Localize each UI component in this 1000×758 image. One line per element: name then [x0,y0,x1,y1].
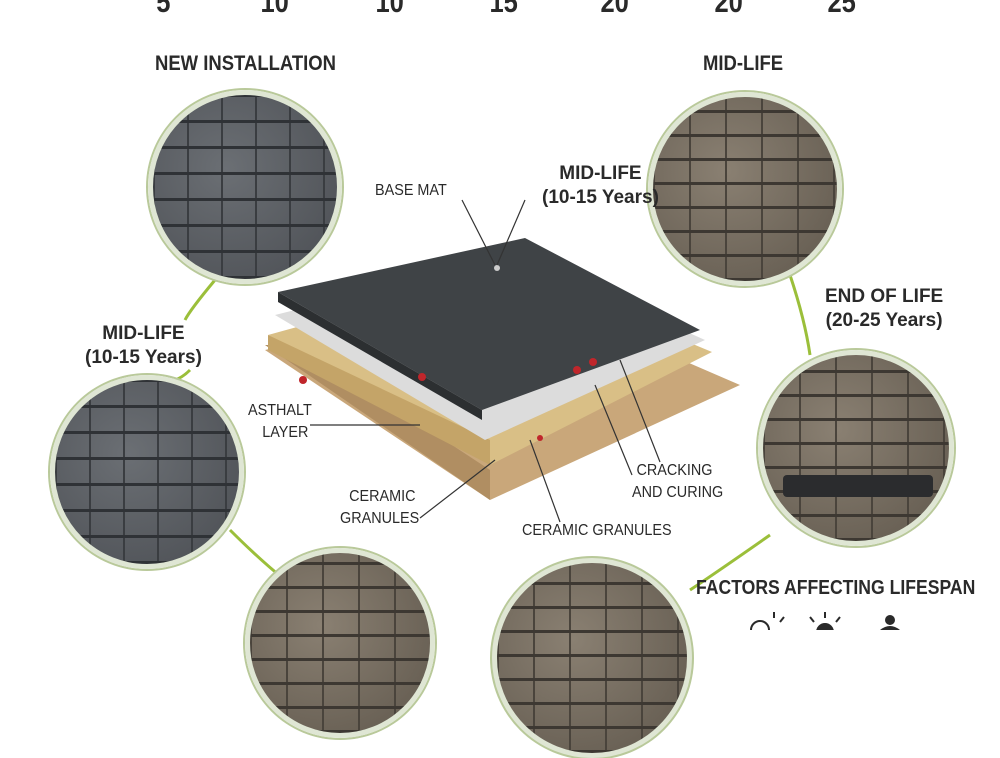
year-number: 5 [156,0,171,19]
ceramic-label-line: CERAMIC [349,488,416,505]
year-number: 20 [600,0,629,19]
end-of-life-years: (20-25 Years) [825,310,943,331]
shingle-layer-diagram [265,199,740,523]
year-number: 10 [375,0,404,19]
factors-icons [750,612,900,630]
ceramic-label-line: GRANULES [340,510,420,527]
label-cracking-curing: CRACKING AND CURING [632,460,723,504]
new-installation-shingle-photo [148,90,342,284]
end-of-life-title: END OF LIFE [825,286,944,307]
cracking-label-line: CRACKING [636,462,713,479]
worker-icon [880,615,900,630]
mid-life-center-title: MID-LIFE [559,163,642,184]
factors-title: FACTORS AFFECTING LIFESPAN [696,577,976,599]
year-number: 15 [489,0,518,19]
label-base-mat: BASE MAT [375,182,447,199]
label-ceramic-granules-left: CERAMIC GRANULES [340,486,419,530]
mid-life-left-shingle-photo [50,375,244,569]
stage-title-mid-life: MID-LIFE [703,52,784,75]
year-number: 25 [827,0,856,19]
sun-icon [809,612,841,630]
year-number: 20 [714,0,743,19]
label-end-of-life: END OF LIFE (20-25 Years) [825,285,943,333]
label-asphalt-layer: ASTHALT LAYER [248,400,312,444]
year-number: 10 [260,0,289,19]
asphalt-label-line: ASTHALT [248,402,312,419]
damaged-shingle [783,475,933,497]
label-ceramic-granules-bottom: CERAMIC GRANULES [522,522,672,539]
mid-life-left-title: MID-LIFE [102,323,185,344]
asphalt-label-line: LAYER [262,424,309,441]
mid-life-shingle-photo [648,92,842,286]
end-of-life-shingle-photo [758,350,954,546]
stage-title-new-installation: NEW INSTALLATION [155,52,337,75]
mid-life-left-years: (10-15 Years) [85,347,202,368]
sun-cloud-icon [750,612,785,630]
mid-life-center-years: (10-15 Years) [542,187,659,208]
cracking-label-line: AND CURING [632,484,724,501]
label-mid-life-center: MID-LIFE (10-15 Years) [542,162,659,210]
label-mid-life-left: MID-LIFE (10-15 Years) [85,322,202,370]
